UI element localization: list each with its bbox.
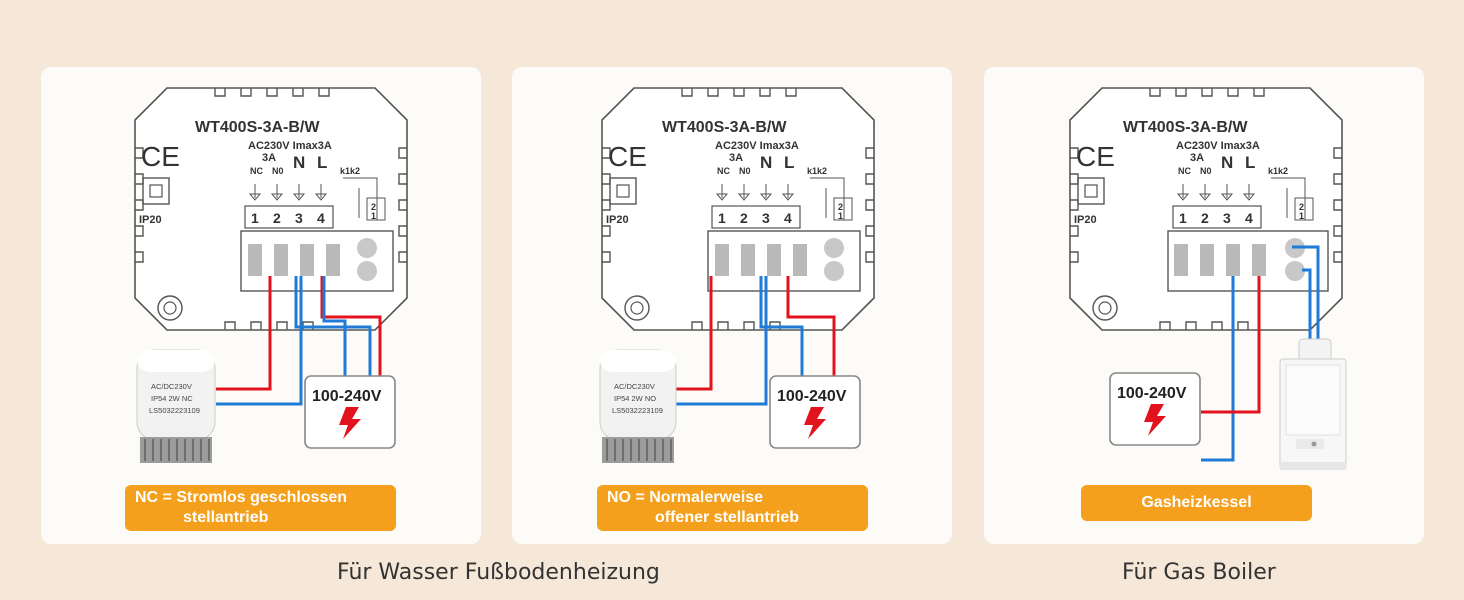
ip-box-icon [609, 177, 637, 205]
panel-boiler: WT400S-3A-B/W CE AC230V Imax3A IP20 3A N… [984, 67, 1424, 544]
svg-text:1: 1 [371, 211, 376, 221]
lightning-bolt-icon [1144, 404, 1166, 436]
banner-boiler: Gasheizkessel [1081, 485, 1312, 521]
terminal-arrows [248, 184, 328, 201]
actuator-rating: AC/DC230V [151, 382, 192, 391]
label-l: L [317, 153, 327, 172]
power-supply-label: 100-240V [777, 388, 847, 405]
banner-line1: NC = Stromlos geschlossen [135, 489, 348, 506]
label-n: N [1221, 153, 1233, 172]
ip-box-icon [142, 177, 170, 205]
terminal-number-strip [1172, 205, 1262, 229]
label-n: N [293, 153, 305, 172]
footer-left-caption: Für Wasser Fußbodenheizung [337, 560, 660, 585]
terminal-2: 2 [740, 210, 748, 226]
rating-label: AC230V Imax3A [248, 140, 332, 152]
svg-text:2: 2 [838, 202, 843, 212]
actuator-rating: AC/DC230V [614, 382, 655, 391]
terminal-2: 2 [273, 210, 281, 226]
wiring-diagram-no: WT400S-3A-B/W CE AC230V Imax3A IP20 3A N… [599, 87, 875, 463]
terminal-current: 3A [262, 152, 276, 164]
label-nc: NC [717, 166, 730, 176]
lightning-bolt-icon [339, 407, 361, 439]
banner-line2: stellantrieb [183, 509, 269, 526]
terminal-1: 1 [251, 210, 259, 226]
lightning-bolt-icon [804, 407, 826, 439]
ce-mark: CE [141, 141, 180, 172]
label-nc: NC [1178, 166, 1191, 176]
actuator-serial: LS5032223109 [612, 406, 663, 415]
actuator-no [599, 349, 677, 463]
wires [1201, 245, 1320, 462]
actuator-serial: LS5032223109 [149, 406, 200, 415]
label-no: N0 [739, 166, 751, 176]
terminal-1: 1 [1179, 210, 1187, 226]
terminal-4: 4 [784, 210, 792, 226]
banner-nc: NC = Stromlos geschlossen stellantrieb [125, 485, 396, 531]
label-n: N [760, 153, 772, 172]
ip-rating: IP20 [606, 214, 629, 226]
terminal-current: 3A [1190, 152, 1204, 164]
svg-text:1: 1 [838, 211, 843, 221]
terminal-arrows [1176, 184, 1256, 201]
label-l: L [784, 153, 794, 172]
actuator-nc [136, 349, 216, 463]
ip-box-icon [1077, 177, 1105, 205]
power-supply-label: 100-240V [1117, 385, 1187, 402]
terminal-3: 3 [295, 210, 303, 226]
banner-no: NO = Normalerweise offener stellantrieb [597, 485, 868, 531]
label-l: L [1245, 153, 1255, 172]
ce-mark: CE [608, 141, 647, 172]
footer-right-caption: Für Gas Boiler [1122, 560, 1276, 585]
terminal-2: 2 [1201, 210, 1209, 226]
terminal-number-strip [711, 205, 801, 229]
model-label: WT400S-3A-B/W [1123, 119, 1248, 136]
label-no: N0 [1200, 166, 1212, 176]
svg-text:2: 2 [1299, 202, 1304, 212]
terminal-arrows [715, 184, 795, 201]
banner-label: Gasheizkessel [1141, 494, 1252, 511]
terminal-block [1167, 230, 1329, 292]
rating-label: AC230V Imax3A [715, 140, 799, 152]
svg-text:1: 1 [1299, 211, 1304, 221]
svg-text:2: 2 [371, 202, 376, 212]
wires [675, 276, 836, 406]
label-k1k2: k1k2 [340, 166, 360, 176]
label-k1k2: k1k2 [1268, 166, 1288, 176]
ip-rating: IP20 [139, 214, 162, 226]
wiring-diagram-boiler: WT400S-3A-B/W CE AC230V Imax3A IP20 3A N… [1069, 87, 1347, 470]
gas-boiler-icon [1279, 338, 1347, 470]
rating-label: AC230V Imax3A [1176, 140, 1260, 152]
terminal-3: 3 [762, 210, 770, 226]
actuator-spec: IP54 2W NO [614, 394, 656, 403]
terminal-4: 4 [1245, 210, 1253, 226]
label-nc: NC [250, 166, 263, 176]
label-no: N0 [272, 166, 284, 176]
banner-line1: NO = Normalerweise [607, 489, 764, 506]
model-label: WT400S-3A-B/W [662, 119, 787, 136]
ip-rating: IP20 [1074, 214, 1097, 226]
terminal-1: 1 [718, 210, 726, 226]
terminal-3: 3 [1223, 210, 1231, 226]
terminal-number-strip [244, 205, 334, 229]
actuator-spec: IP54 2W NC [151, 394, 193, 403]
model-label: WT400S-3A-B/W [195, 119, 320, 136]
panel-nc: WT400S-3A-B/W CE AC230V Imax3A IP20 3A N… [41, 67, 481, 544]
terminal-current: 3A [729, 152, 743, 164]
label-k1k2: k1k2 [807, 166, 827, 176]
banner-line2: offener stellantrieb [655, 509, 800, 526]
vent-slots [135, 88, 407, 330]
wires [216, 276, 382, 406]
wiring-diagram-nc: WT400S-3A-B/W CE AC230V Imax3A IP20 3A N… [134, 87, 408, 463]
power-supply-label: 100-240V [312, 388, 382, 405]
terminal-4: 4 [317, 210, 325, 226]
panel-no: WT400S-3A-B/W CE AC230V Imax3A IP20 3A N… [512, 67, 952, 544]
ce-mark: CE [1076, 141, 1115, 172]
